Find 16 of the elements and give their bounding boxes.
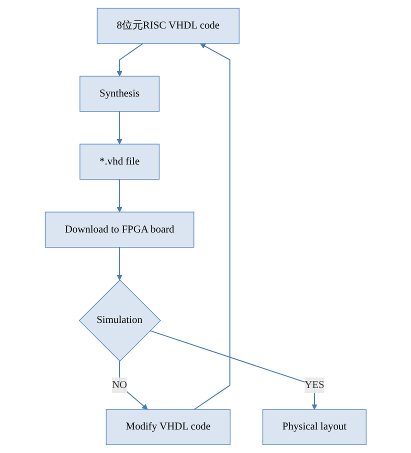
node-box: Physical layout (262, 409, 366, 446)
arrow (116, 246, 122, 280)
node-box: Download to FPGA board (44, 212, 194, 248)
node-box: 8位元RISC VHDL code (96, 8, 240, 44)
arrow (118, 360, 148, 410)
node-box: Modify VHDL code (106, 409, 230, 446)
edge-label: NO (112, 379, 127, 391)
arrow (116, 43, 144, 76)
arrow (116, 178, 122, 212)
arrow (149, 330, 318, 410)
node-diamond: Simulation (78, 280, 161, 362)
edge-label: YES (304, 379, 324, 391)
arrow (193, 43, 230, 410)
arrow (116, 110, 122, 144)
node-box: Synthesis (79, 76, 160, 112)
node-box: *.vhd file (79, 144, 160, 180)
